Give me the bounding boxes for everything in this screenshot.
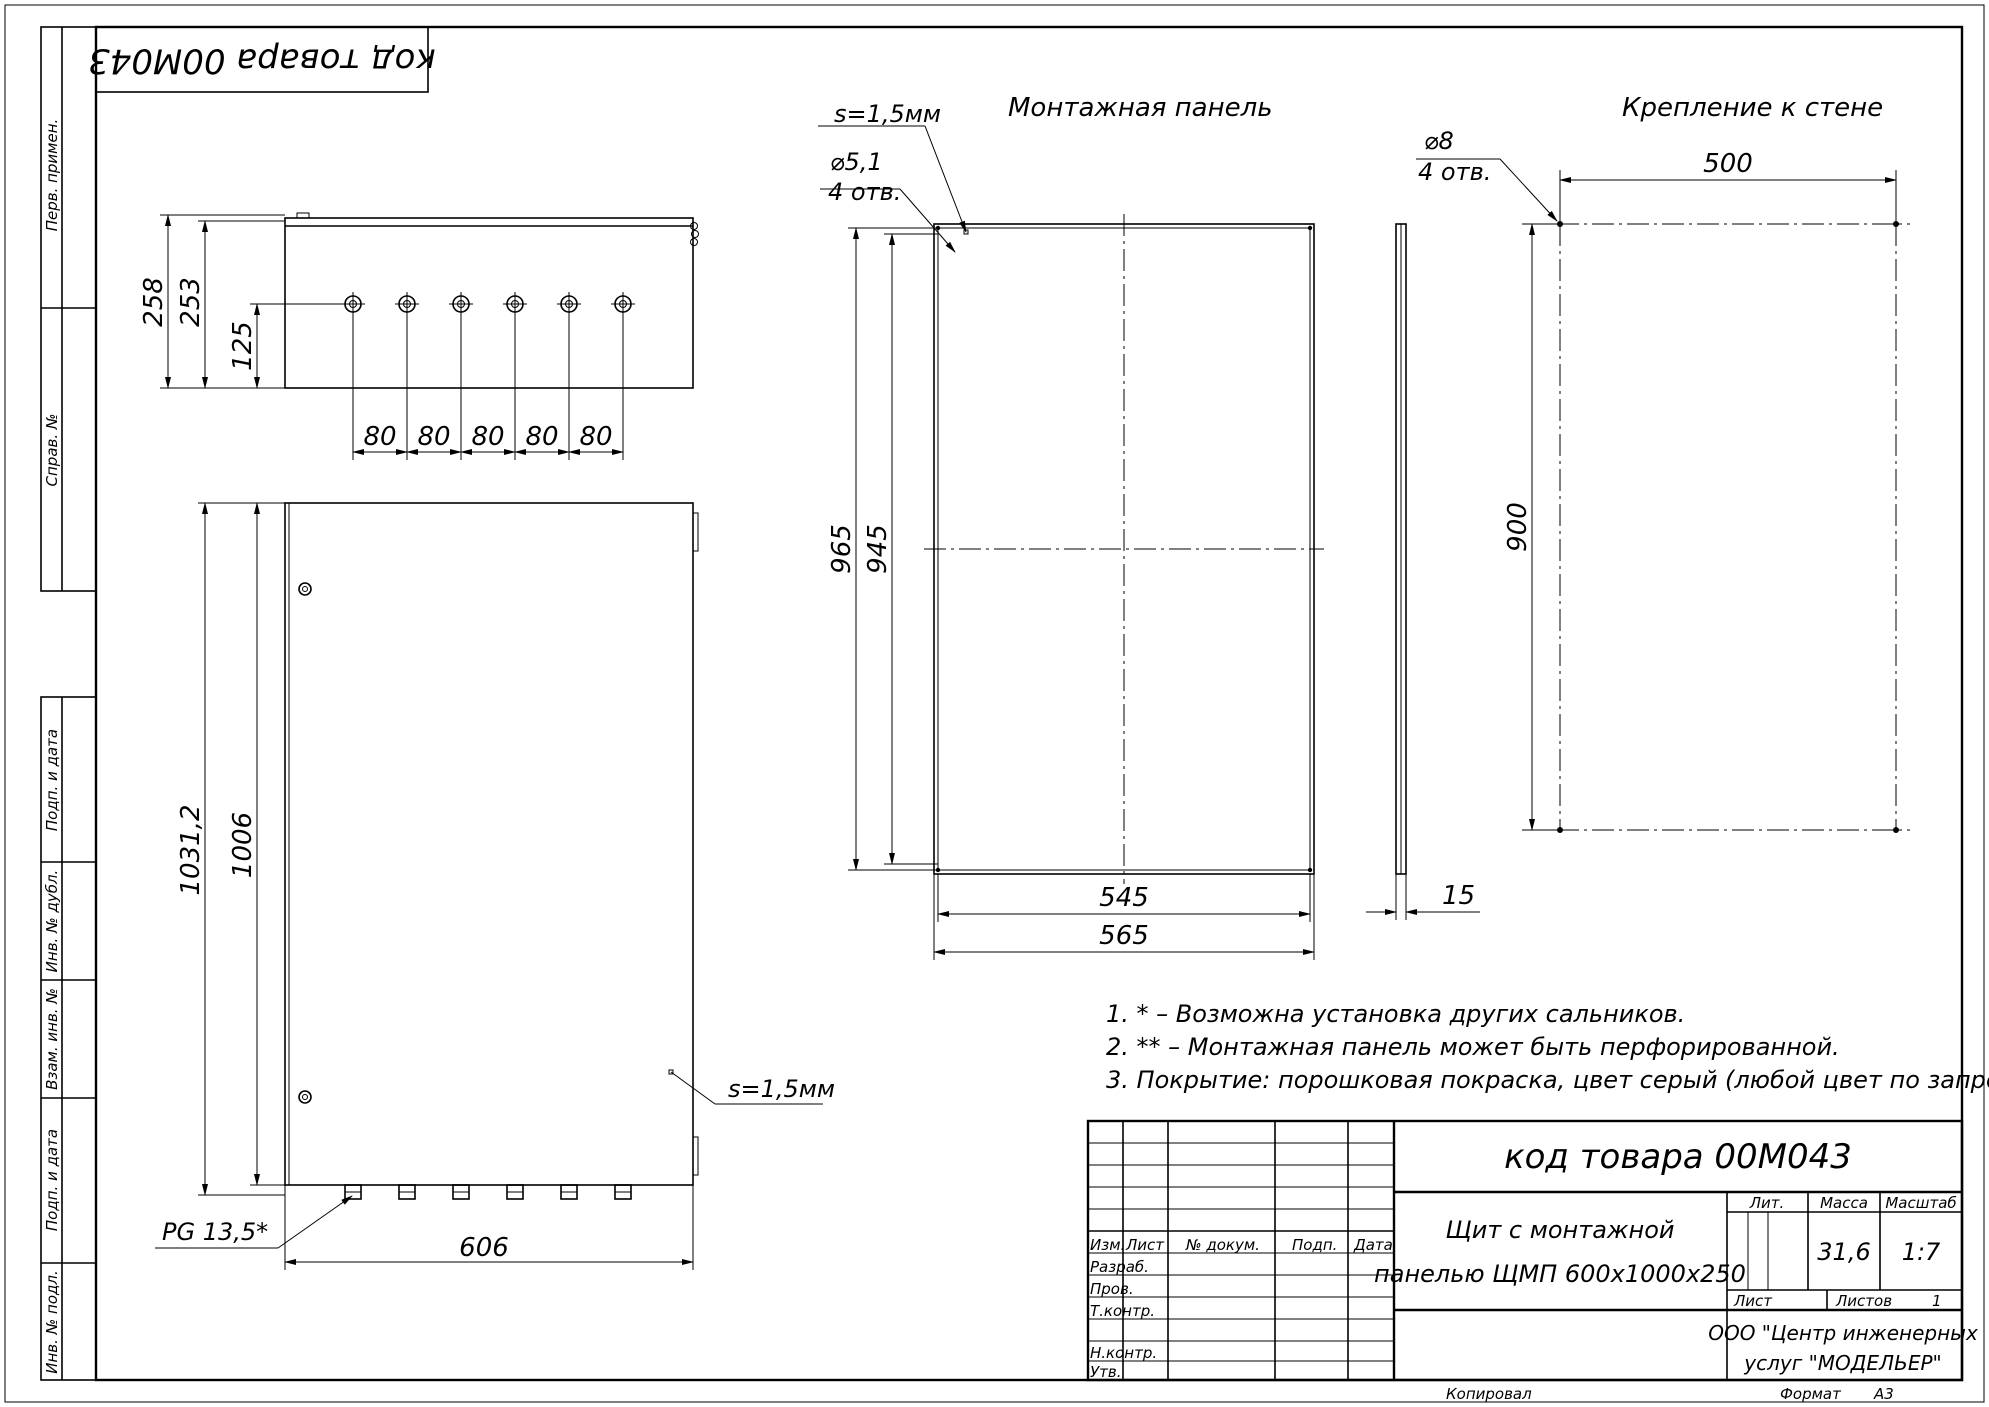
dim-1006: 1006 xyxy=(228,812,258,878)
cable-gland-row-front xyxy=(344,1184,632,1200)
pg-gland-label: PG 13,5* xyxy=(162,1218,268,1246)
dim-606: 606 xyxy=(459,1233,509,1263)
dim-80-4: 80 xyxy=(525,422,558,452)
dim-1031-2: 1031,2 xyxy=(176,805,206,896)
mounting-panel-title: Монтажная панель xyxy=(1008,93,1273,123)
footer-kopiroval: Копировал xyxy=(1446,1385,1532,1403)
dim-565: 565 xyxy=(1099,921,1149,951)
wall-mount-title: Крепление к стене xyxy=(1622,93,1883,123)
tb-row-razrab: Разраб. xyxy=(1090,1258,1149,1276)
product-code-rotated: код товара 00М043 xyxy=(88,41,436,81)
side-label-inv-dubl: Инв. № дубл. xyxy=(43,870,61,973)
mounting-panel-dimensions xyxy=(818,125,1480,960)
mounting-panel-side xyxy=(1395,223,1407,875)
wall-hole-dia: ⌀8 xyxy=(1424,127,1454,155)
dim-80-5: 80 xyxy=(579,422,612,452)
tb-row-prov: Пров. xyxy=(1090,1280,1134,1298)
note-1: 1. * – Возможна установка других сальник… xyxy=(1106,1000,1685,1028)
tb-col-doc: № докум. xyxy=(1185,1236,1260,1254)
wall-hole-count: 4 отв. xyxy=(1418,158,1491,186)
tb-col-izm: Изм. xyxy=(1090,1236,1125,1254)
tb-row-nkontr: Н.контр. xyxy=(1090,1344,1157,1362)
cable-gland-row-top xyxy=(341,292,635,316)
side-label-podp-data-2: Подп. и дата xyxy=(43,1129,61,1231)
door-thickness-label: s=1,5мм xyxy=(728,1075,835,1103)
front-view-dimensions xyxy=(155,502,823,1270)
side-label-perv-primen: Перв. примен. xyxy=(43,119,61,232)
side-label-inv-podl: Инв. № подл. xyxy=(43,1270,61,1373)
tb-row-tkontr: Т.контр. xyxy=(1090,1302,1155,1320)
tb-col-list: Лист xyxy=(1125,1236,1165,1254)
side-label-podp-data-1: Подп. и дата xyxy=(43,729,61,831)
tb-lit: Лит. xyxy=(1749,1194,1785,1212)
dim-80-3: 80 xyxy=(471,422,504,452)
dim-80-1: 80 xyxy=(363,422,396,452)
tb-massa-value: 31,6 xyxy=(1817,1238,1870,1266)
tb-massa: Масса xyxy=(1820,1194,1868,1212)
tb-org-line1: ООО "Центр инженерных xyxy=(1708,1321,1978,1345)
tb-name-line1: Щит с монтажной xyxy=(1445,1216,1674,1244)
tb-listov-value: 1 xyxy=(1932,1292,1942,1310)
top-view-dimensions xyxy=(160,214,624,460)
tb-code: код товара 00М043 xyxy=(1504,1137,1852,1177)
dim-500: 500 xyxy=(1703,149,1753,179)
dim-900: 900 xyxy=(1503,502,1533,552)
dim-945: 945 xyxy=(863,524,893,574)
panel-hole-dia: ⌀5,1 xyxy=(830,148,883,176)
tb-name-line2: панелью ЩМП 600х1000х250 xyxy=(1374,1260,1746,1288)
enclosure-front-view xyxy=(284,502,699,1186)
tb-masshtab: Масштаб xyxy=(1885,1194,1956,1212)
wall-mount-pattern xyxy=(1522,221,1910,833)
footer-format-value: А3 xyxy=(1873,1385,1894,1403)
tb-org-line2: услуг "МОДЕЛЬЕР" xyxy=(1743,1351,1941,1375)
enclosure-top-view xyxy=(284,212,699,389)
panel-thickness-label: s=1,5мм xyxy=(834,100,941,128)
footer-format: Формат xyxy=(1780,1385,1842,1403)
tb-col-data: Дата xyxy=(1353,1236,1393,1254)
dim-80-2: 80 xyxy=(417,422,450,452)
panel-hole-count: 4 отв. xyxy=(828,178,901,206)
dim-258: 258 xyxy=(139,277,169,327)
door-lock-bottom xyxy=(298,1090,312,1104)
dim-15: 15 xyxy=(1442,881,1475,911)
side-label-vzam-inv: Взам. инв. № xyxy=(43,988,61,1090)
note-3: 3. Покрытие: порошковая покраска, цвет с… xyxy=(1106,1066,1989,1094)
code-box xyxy=(95,26,429,93)
dim-545: 545 xyxy=(1099,883,1149,913)
dim-253: 253 xyxy=(176,277,206,327)
title-block xyxy=(1086,1119,1964,1382)
tb-list: Лист xyxy=(1733,1292,1773,1310)
door-lock-top xyxy=(298,582,312,596)
note-2: 2. ** – Монтажная панель может быть перф… xyxy=(1106,1033,1840,1061)
tb-masshtab-value: 1:7 xyxy=(1902,1238,1941,1266)
tb-row-utv: Утв. xyxy=(1090,1363,1122,1381)
side-strip xyxy=(40,26,97,1381)
dim-965: 965 xyxy=(827,524,857,574)
side-label-sprav-no: Справ. № xyxy=(43,414,61,487)
tb-listov: Листов xyxy=(1835,1292,1892,1310)
tb-col-podp: Подп. xyxy=(1292,1236,1337,1254)
dim-125: 125 xyxy=(228,321,258,371)
mounting-panel xyxy=(924,214,1324,884)
wall-mount-dimensions xyxy=(1416,158,1897,831)
